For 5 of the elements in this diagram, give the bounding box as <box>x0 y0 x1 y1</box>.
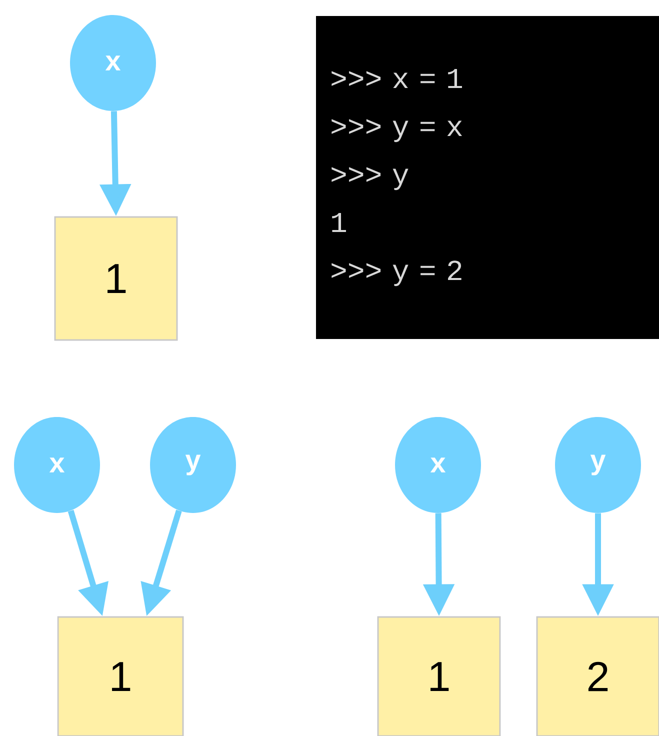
value-box: 2 <box>536 616 659 736</box>
value-box: 1 <box>377 616 501 736</box>
value-box: 1 <box>54 216 178 341</box>
value-box: 1 <box>57 616 184 736</box>
terminal-box: >>> x = 1 >>> y = x >>> y 1 >>> y = 2 <box>316 16 659 339</box>
